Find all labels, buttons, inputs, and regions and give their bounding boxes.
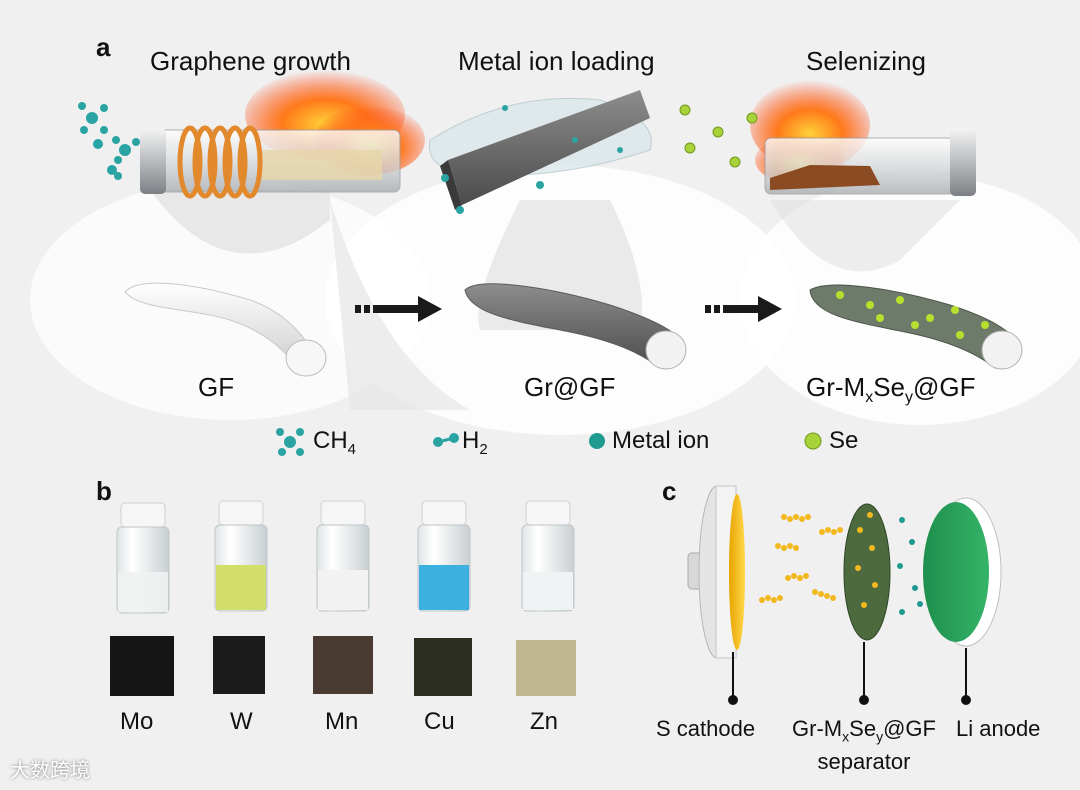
vial-w xyxy=(214,500,268,612)
metal-label-w: W xyxy=(230,708,253,735)
panel-c-letter: c xyxy=(662,476,677,506)
label-s-cathode: S cathode xyxy=(656,716,756,741)
panel-b-letter: b xyxy=(96,476,112,506)
label-gf: GF xyxy=(198,372,235,402)
polysulfide-chains xyxy=(759,514,843,603)
label-separator: Gr-MxSey@GF separator xyxy=(792,716,936,775)
metal-label-zn: Zn xyxy=(530,708,559,735)
legend-metal-ion-icon xyxy=(589,433,605,449)
panel-a-letter: a xyxy=(96,32,111,62)
separator-disc xyxy=(843,503,891,641)
legend-ch4-label: CH4 xyxy=(313,427,357,458)
vial-zn xyxy=(521,500,575,612)
vial-cu xyxy=(417,500,471,612)
gr-gf-foam xyxy=(464,283,687,370)
swatch-w xyxy=(213,636,265,694)
label-gr-mxsey-gf: Gr-MxSey@GF xyxy=(806,372,976,407)
step-metal-ion-loading: Metal ion loading xyxy=(458,46,655,76)
legend-h2-label: H2 xyxy=(462,427,488,458)
swatch-cu xyxy=(414,638,472,696)
swatch-zn xyxy=(516,640,576,696)
arrow-gf-to-grgf xyxy=(355,296,442,322)
legend-h2-icon xyxy=(433,433,459,447)
swatch-mn xyxy=(313,636,373,694)
vial-mo xyxy=(116,502,170,614)
metal-ion-loading-scene xyxy=(429,90,652,214)
li-ions xyxy=(897,517,923,615)
li-anode xyxy=(923,497,1002,647)
ch4-molecule-icons xyxy=(78,102,140,180)
metal-label-mo: Mo xyxy=(120,708,154,735)
label-gr-gf: Gr@GF xyxy=(524,372,616,402)
arrow-grgf-to-mxsey xyxy=(705,296,782,322)
step-selenizing: Selenizing xyxy=(806,46,926,76)
selenizing-furnace xyxy=(679,80,976,196)
panel-c-leader-lines xyxy=(728,642,971,705)
graphene-growth-furnace xyxy=(78,70,425,199)
watermark: 大数跨境 xyxy=(10,760,90,782)
legend-ch4-icon xyxy=(276,428,304,456)
swatch-mo xyxy=(110,636,174,696)
vial-mn xyxy=(316,500,370,612)
s-cathode xyxy=(687,485,745,659)
legend-se-icon xyxy=(804,432,822,450)
gf-foam xyxy=(124,282,327,377)
metal-label-mn: Mn xyxy=(325,708,359,735)
step-graphene-growth: Graphene growth xyxy=(150,46,351,76)
metal-label-cu: Cu xyxy=(424,708,455,735)
gr-mxsey-gf-foam xyxy=(809,284,1023,370)
label-li-anode: Li anode xyxy=(956,716,1041,741)
legend-metal-ion-label: Metal ion xyxy=(612,427,710,454)
legend-se-label: Se xyxy=(829,427,859,454)
